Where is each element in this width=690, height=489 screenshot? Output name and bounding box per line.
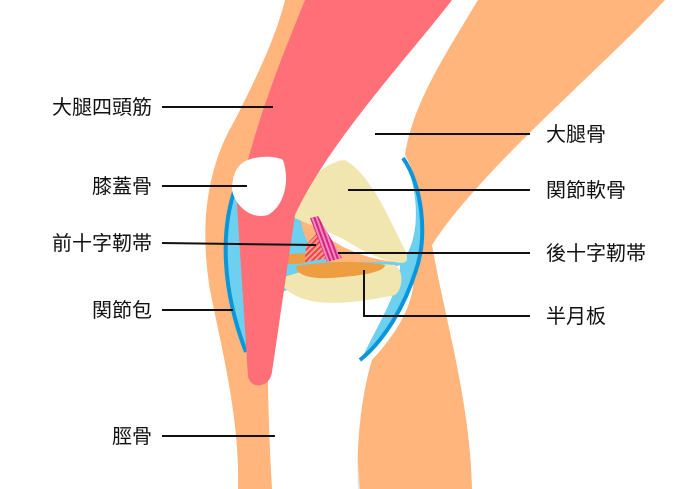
leader-line-acl — [161, 242, 317, 246]
label-pcl: 後十字靭帯 — [546, 241, 646, 265]
label-femur: 大腿骨 — [546, 122, 606, 146]
label-quadriceps: 大腿四頭筋 — [52, 95, 152, 119]
quadriceps-muscle — [237, 0, 452, 386]
joint-capsule-left-line — [223, 185, 248, 353]
label-cartilage: 関節軟骨 — [546, 178, 626, 202]
label-meniscus: 半月板 — [546, 304, 606, 328]
leader-line-meniscus — [363, 270, 530, 317]
label-patella: 膝蓋骨 — [92, 174, 152, 198]
leader-lines — [161, 106, 530, 437]
anterior-cruciate-ligament — [305, 232, 330, 262]
posterior-cruciate-ligament — [310, 216, 342, 262]
patella-bone — [232, 156, 287, 216]
label-acl: 前十字靭帯 — [52, 231, 152, 255]
articular-cartilage — [288, 160, 408, 263]
tibia-bone — [267, 262, 414, 489]
label-capsule: 関節包 — [92, 298, 152, 322]
label-tibia: 脛骨 — [112, 424, 152, 448]
joint-capsule-fill — [226, 160, 421, 362]
meniscus-back — [296, 262, 385, 279]
joint-capsule-right-line — [358, 156, 425, 362]
